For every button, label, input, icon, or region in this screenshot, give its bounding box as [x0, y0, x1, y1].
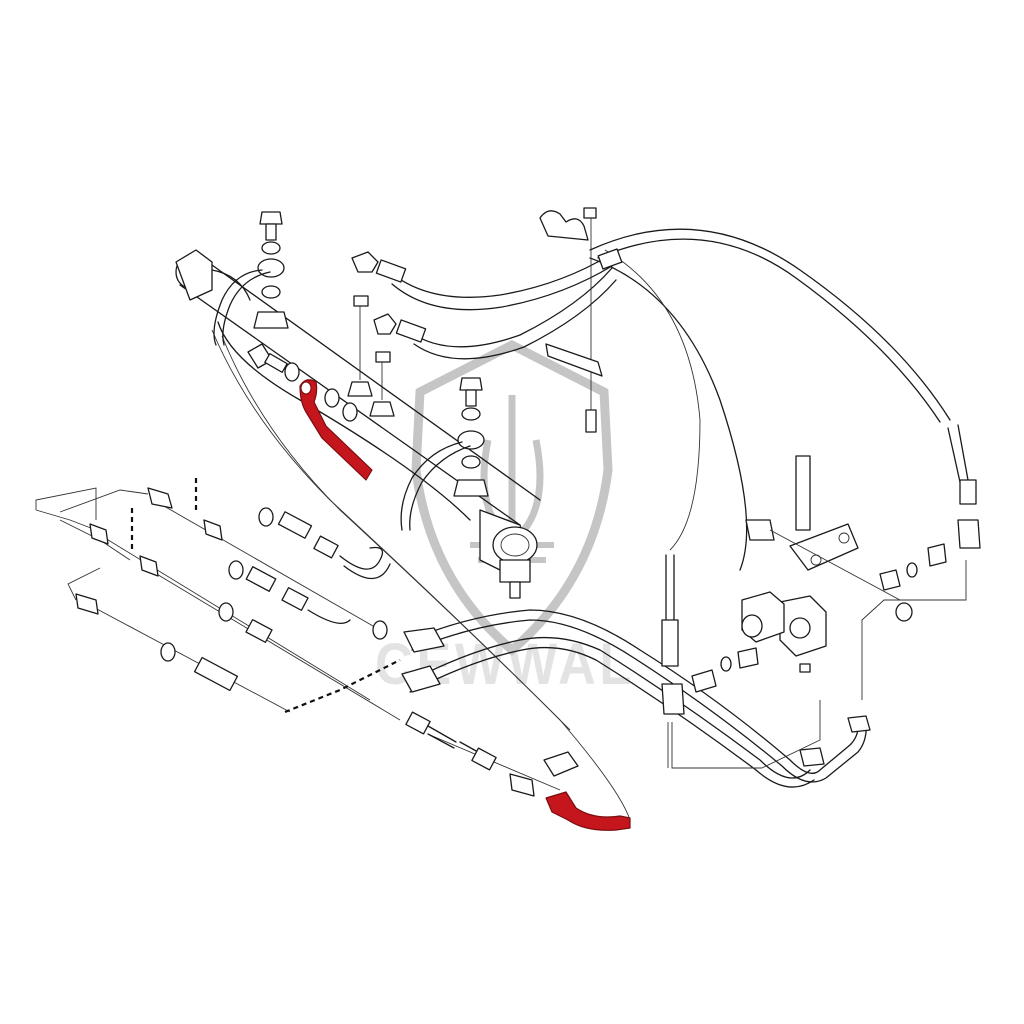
left-leader-lines: [35, 487, 561, 791]
right-vertical-hoses: [661, 424, 981, 715]
mounting-bracket: [745, 455, 901, 601]
long-return-tube: [589, 228, 951, 571]
pipe-clamp: [539, 207, 603, 433]
main-pipe-body: [175, 249, 631, 821]
upper-red-hose: [299, 379, 373, 481]
banjo-bolt-stack-left: [213, 211, 289, 346]
right-rigid-pipes: [401, 609, 871, 788]
lower-red-hose: [545, 791, 631, 831]
left-fittings: [75, 487, 388, 692]
upper-elbow-fittings: [347, 251, 397, 417]
lower-brake-line: [405, 711, 579, 797]
dashed-guide-lines: [130, 478, 401, 714]
left-short-hoses: [307, 546, 391, 624]
upper-flex-hoses: [375, 248, 623, 360]
solenoid-valve: [741, 591, 827, 673]
right-leader-lines: [667, 560, 967, 769]
angled-bolt-washers: [247, 343, 358, 422]
pressure-switch: [479, 509, 538, 599]
right-fittings: [691, 543, 947, 693]
banjo-bolt-stack-middle: [400, 377, 489, 531]
